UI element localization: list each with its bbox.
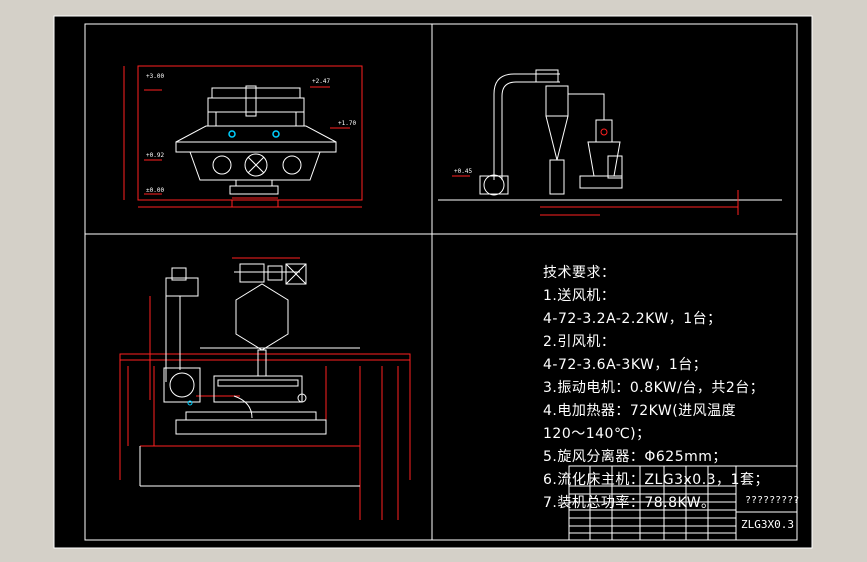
front-machine	[175, 85, 337, 195]
elev-front-5: ±0.00	[146, 187, 165, 194]
plan-view-dims	[119, 257, 411, 520]
requirement-line: 4-72-3.2A-2.2KW，1台；	[543, 311, 722, 327]
drawing-sheet	[54, 16, 812, 548]
elev-front-3: +1.70	[338, 120, 357, 127]
requirement-line: 7.装机总功率：78.8KW。	[543, 495, 716, 511]
requirement-line: 2.引风机：	[543, 334, 616, 350]
requirement-line: 3.振动电机：0.8KW/台，共2台；	[543, 380, 765, 396]
requirements-heading: 技术要求：	[543, 265, 616, 281]
elev-front-2: +2.47	[312, 78, 331, 85]
requirement-line: 4.电加热器：72KW(进风温度	[543, 403, 737, 419]
requirement-line: 5.旋风分离器：Φ625mm；	[543, 449, 727, 465]
side-elevation	[438, 69, 782, 201]
requirement-line: 6.流化床主机：ZLG3x0.3，1套；	[543, 472, 769, 488]
title-block-code: ZLG3X0.3	[741, 518, 794, 531]
elev-side-1: +0.45	[454, 168, 473, 175]
side-dims	[452, 128, 739, 216]
inner-frame	[84, 23, 798, 541]
requirement-line: 120～140℃)；	[543, 426, 651, 442]
elev-front-4: +0.92	[146, 152, 165, 159]
title-block	[568, 465, 798, 541]
plan-accent	[187, 400, 193, 406]
plan-view-machine	[139, 263, 360, 487]
elev-front-1: +3.00	[146, 73, 165, 80]
outer-frame	[53, 15, 813, 549]
requirement-line: 4-72-3.6A-3KW，1台；	[543, 357, 708, 373]
front-accent-ports	[228, 130, 280, 138]
requirement-line: 1.送风机：	[543, 288, 616, 304]
front-elevation	[123, 65, 363, 208]
title-block-title: ?????????	[745, 495, 800, 506]
